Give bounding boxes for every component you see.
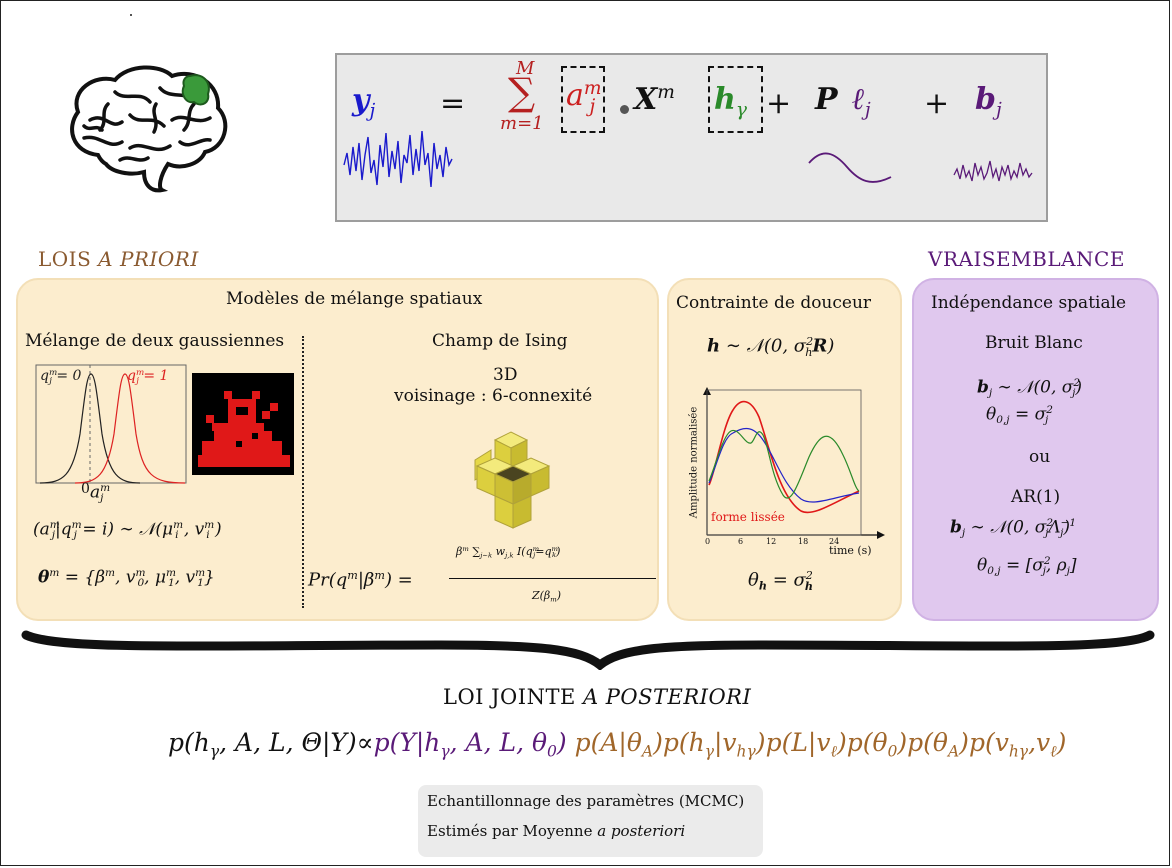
joint-posterior-title: LOI JOINTE A POSTERIORI: [443, 685, 752, 709]
gaussian-mixture-title: Mélange de deux gaussiennes: [25, 331, 285, 351]
gaussian-mixture-plot: [35, 364, 187, 484]
sum-symbol: ∑: [508, 70, 536, 114]
brain-icon: [70, 65, 228, 193]
ising-neighbourhood: voisinage : 6-connexité: [394, 386, 593, 406]
sum-upper-limit: M: [516, 58, 535, 79]
mixture-parameter-set: θm = {βm, vm0, μm1, vm1}: [38, 567, 215, 589]
fraction-bar: [449, 578, 656, 579]
spatial-independence-title: Indépendance spatiale: [931, 293, 1127, 313]
likelihood-section-title: VRAISEMBLANCE: [928, 247, 1125, 271]
q0-label: qmj = 0: [40, 368, 82, 387]
ising-prior-numerator: βm ∑j∼k wj,k I(qmj=qmk): [456, 545, 561, 560]
chart-legend-label: forme lissée: [711, 510, 785, 524]
smoothness-parameter: θh = σ2h: [748, 569, 814, 593]
likelihood-panel: [912, 278, 1159, 621]
q1-label: qmj = 1: [127, 368, 169, 387]
or-label: ou: [1029, 447, 1051, 467]
smoothness-distribution: h ∼ 𝒩(0, σ2hR): [707, 335, 835, 359]
spatial-mixture-panel: [16, 278, 659, 621]
ising-prior-lhs: Pr(qm|βm) =: [308, 569, 413, 591]
P-term: P: [815, 82, 838, 117]
ising-dimension: 3D: [493, 365, 518, 385]
dot-operator: [620, 105, 629, 114]
chart-tick-6: 6: [738, 537, 744, 546]
model-equation-box: [335, 53, 1048, 222]
mcmc-line-1: Echantillonnage des paramètres (MCMC): [427, 792, 745, 810]
equals-sign: =: [440, 86, 466, 121]
ising-prior-denominator: Z(βm): [532, 589, 562, 604]
grouping-brace: [21, 630, 1155, 670]
chart-tick-12: 12: [766, 537, 777, 546]
bold-signal-waveform: [343, 130, 453, 188]
ar-noise-parameter: θ0,j = [σ2j, ρj]: [977, 555, 1077, 577]
a-term: amj: [566, 78, 602, 117]
l-term: ℓj: [852, 82, 871, 121]
dot-mark: [130, 14, 132, 16]
ar1-title: AR(1): [1011, 487, 1061, 507]
chart-tick-18: 18: [798, 537, 809, 546]
hrf-chart: [703, 387, 885, 539]
ar-noise-distribution: bj ∼ 𝒩(0, σ2jΛ−1j): [950, 517, 1077, 539]
chart-y-axis-label-wrap: Amplitude normalisée: [685, 392, 703, 532]
sum-lower-limit: m=1: [500, 113, 544, 134]
plus-sign-2: +: [924, 86, 950, 121]
spatial-mixture-title: Modèles de mélange spatiaux: [226, 289, 483, 309]
h-term: hγ: [714, 82, 747, 121]
b-term: bj: [975, 82, 1002, 121]
chart-tick-0: 0: [705, 537, 711, 546]
mixture-conditional-formula: (amj|qmj = i) ∼ 𝒩(μmi , vmi ): [33, 519, 222, 541]
ising-label-map: [192, 373, 294, 475]
activation-region: [181, 74, 210, 106]
mcmc-box: [418, 785, 763, 857]
ising-title: Champ de Ising: [432, 331, 568, 351]
chart-x-axis-label: time (s): [829, 544, 872, 557]
y-term: yj: [352, 83, 376, 122]
white-noise-title: Bruit Blanc: [985, 333, 1083, 353]
white-noise-distribution: bj ∼ 𝒩(0, σ2j): [977, 377, 1082, 399]
a-dashed-box: [561, 66, 605, 133]
joint-posterior-equation: p(hγ, A, L, Θ|Y)∝p(Y|hγ, A, L, θ0) p(A|θ…: [168, 728, 1067, 761]
axis-zero-label: 0: [81, 481, 90, 497]
smoothness-title: Contrainte de douceur: [676, 293, 872, 313]
noise-waveform: [953, 160, 1033, 182]
h-dashed-box: [708, 66, 763, 133]
axis-variable-label: amj: [90, 482, 111, 504]
X-term: Xm: [634, 82, 675, 118]
six-connexity-cube-icon: [474, 431, 551, 529]
chart-y-axis-label: Amplitude normalisée: [688, 406, 700, 518]
chart-tick-24: 24: [829, 537, 840, 546]
white-noise-parameter: θ0,j = σ2j: [986, 404, 1053, 426]
panel-divider: [302, 336, 304, 608]
drift-curve: [808, 152, 892, 183]
plus-sign-1: +: [766, 86, 792, 121]
smoothness-panel: [667, 278, 902, 621]
prior-section-title: LOIS A PRIORI: [38, 247, 199, 271]
mcmc-line-2: Estimés par Moyenne a posteriori: [427, 822, 686, 840]
